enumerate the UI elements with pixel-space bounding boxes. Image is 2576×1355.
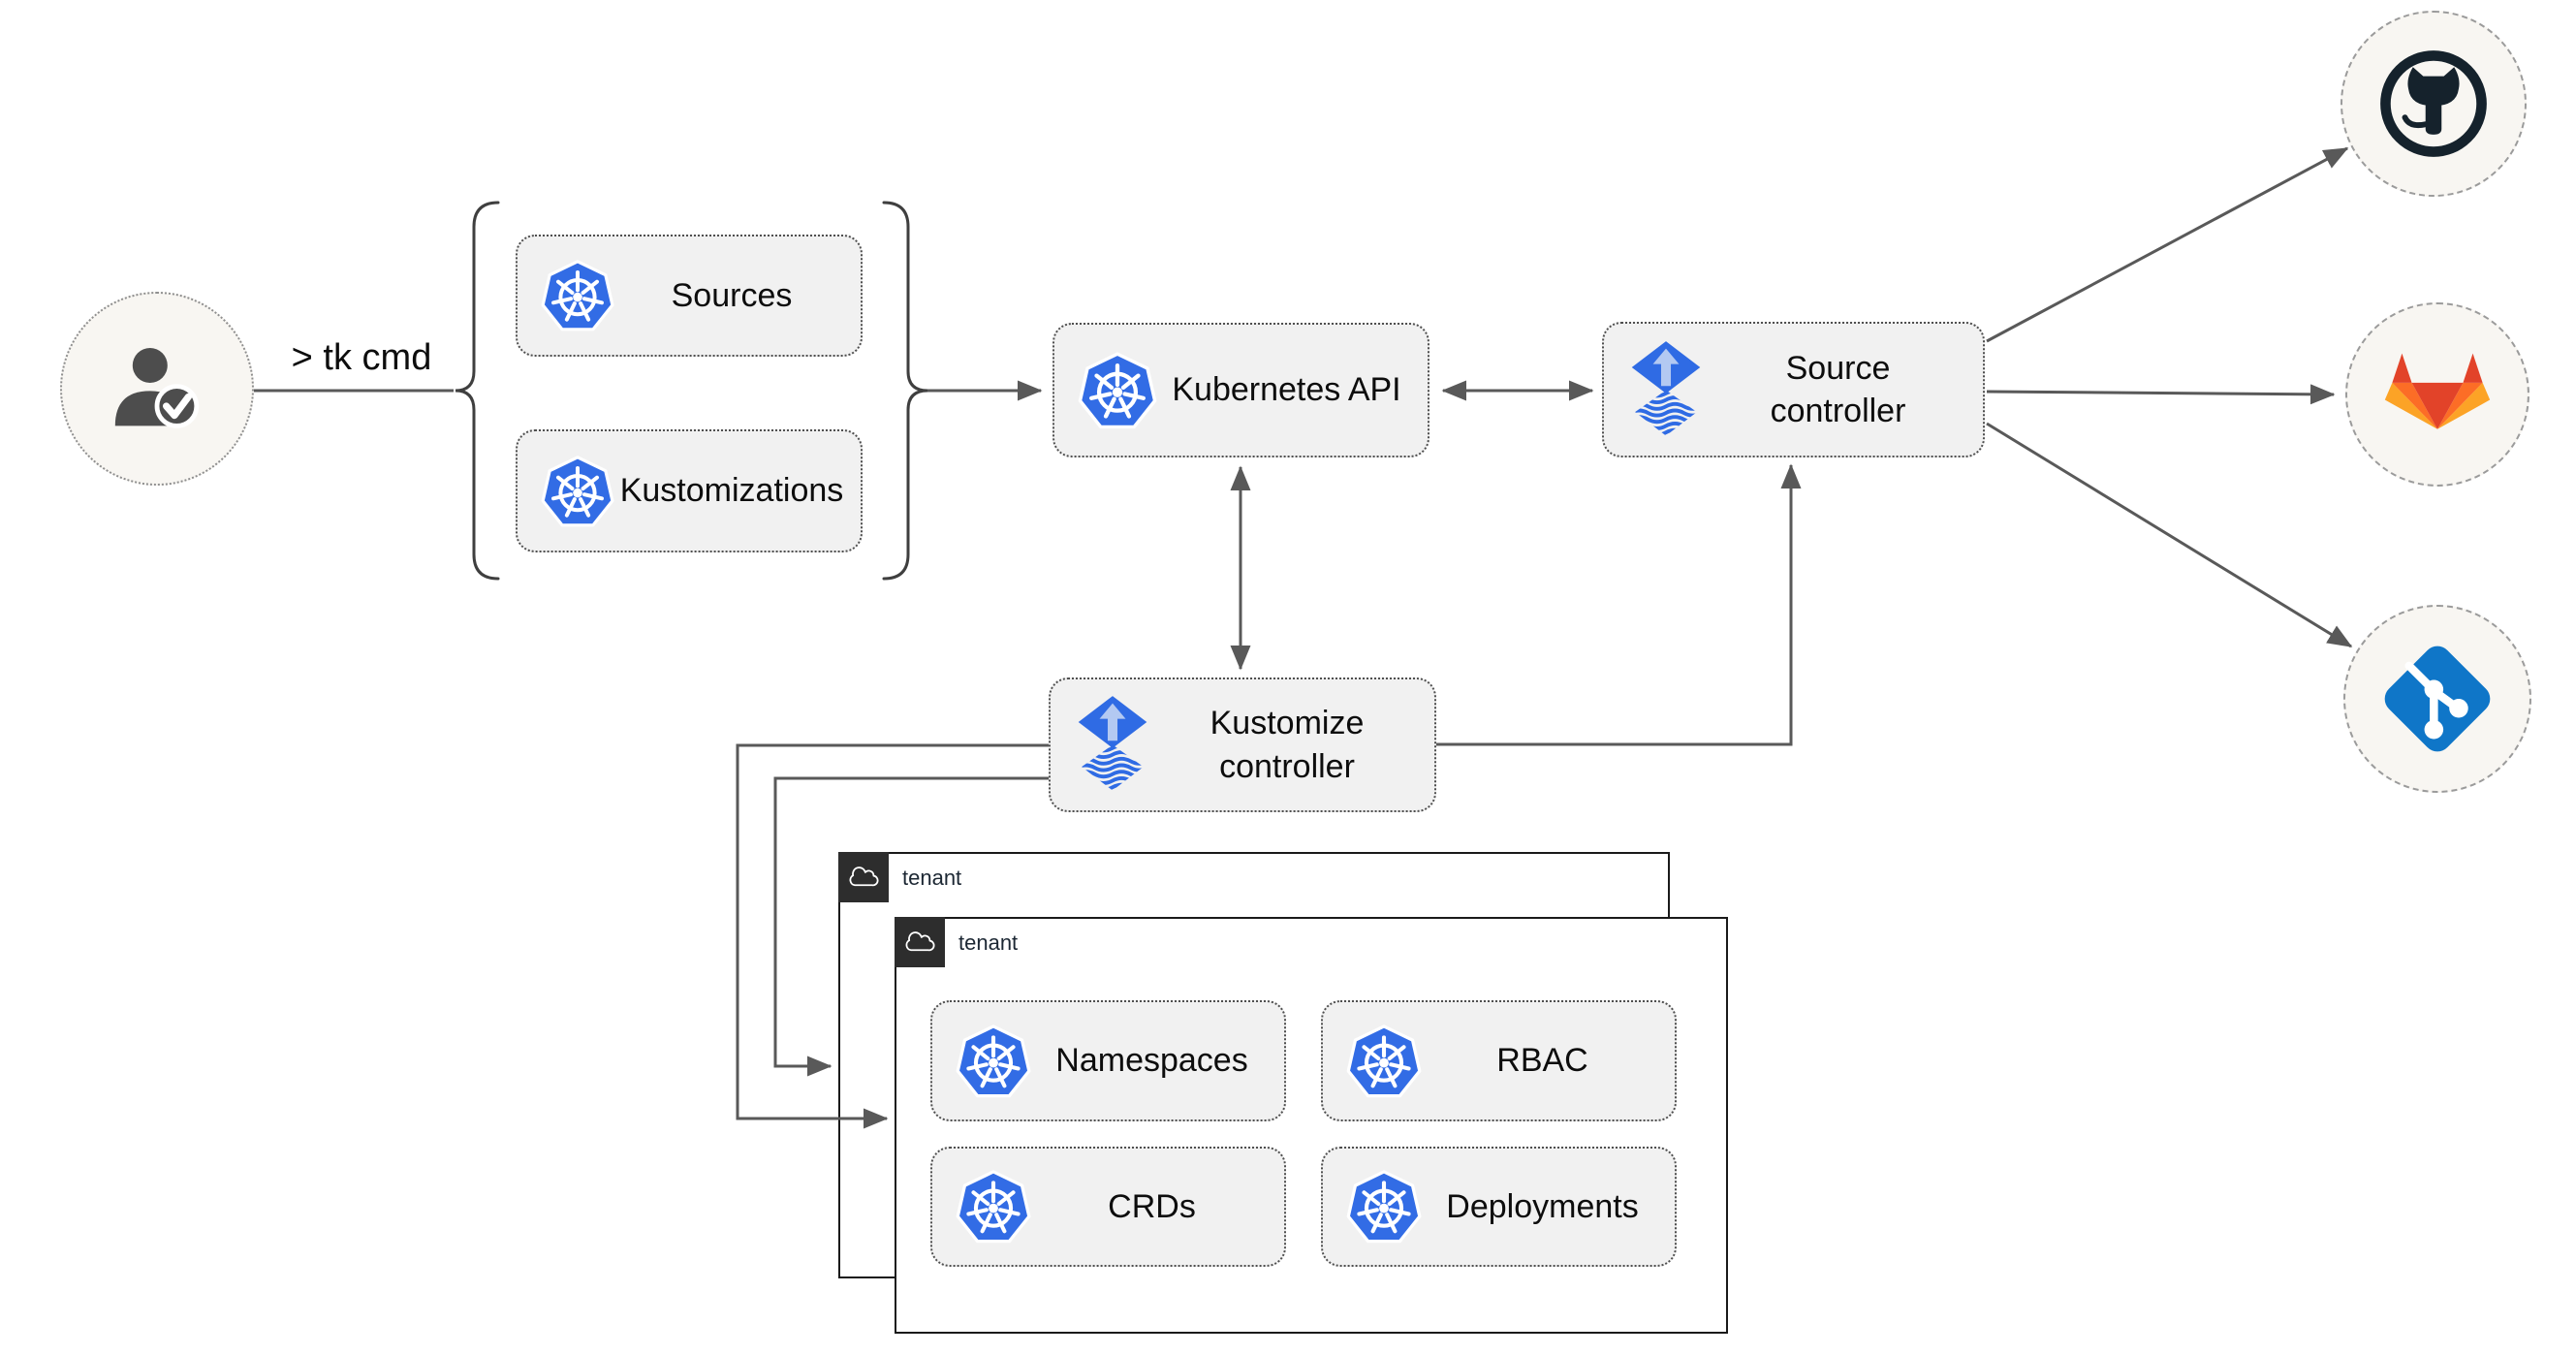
edge-source-controller-to-git: [1986, 422, 2353, 648]
user-check-icon: [99, 331, 215, 447]
edge-source-controller-to-gitlab: [1986, 384, 2336, 405]
tenant-box-front: tenant: [895, 917, 1728, 1334]
kustomizations-label: Kustomizations: [619, 472, 844, 510]
tk-cmd-label: > tk cmd: [291, 337, 432, 378]
kubernetes-api-node: Kubernetes API: [1052, 323, 1429, 457]
github-icon: [2376, 47, 2491, 161]
kubernetes-icon: [539, 257, 616, 334]
tenant-front-label: tenant: [958, 930, 1019, 955]
namespaces-node: Namespaces: [930, 1000, 1286, 1121]
right-brace: [882, 201, 928, 581]
kustomize-controller-node: Kustomize controller: [1049, 678, 1436, 812]
kustomizations-node: Kustomizations: [516, 429, 863, 552]
edge-source-controller-to-github: [1986, 146, 2349, 343]
tenant-tab: [895, 917, 945, 967]
crds-node: CRDs: [930, 1147, 1286, 1267]
deployments-node: Deployments: [1321, 1147, 1677, 1267]
deployments-label: Deployments: [1446, 1187, 1639, 1225]
rbac-label: RBAC: [1496, 1042, 1588, 1080]
kubernetes-icon: [1344, 1167, 1424, 1246]
tenant-back-label: tenant: [902, 866, 962, 890]
gitlab-icon: [2376, 351, 2498, 439]
edge-kustomize-to-source-controller: [1436, 463, 1802, 746]
kubernetes-icon: [954, 1167, 1033, 1246]
source-controller-node: Source controller: [1602, 322, 1985, 457]
user-circle: [60, 292, 254, 486]
sources-label: Sources: [671, 276, 793, 314]
git-circle: [2343, 605, 2531, 793]
github-circle: [2340, 11, 2527, 197]
kustomize-controller-label: Kustomize controller: [1209, 705, 1365, 785]
kubernetes-icon: [1344, 1022, 1424, 1101]
namespaces-label: Namespaces: [1055, 1042, 1248, 1080]
flux-icon: [1072, 696, 1153, 794]
tenant-tab: [838, 852, 889, 902]
rbac-node: RBAC: [1321, 1000, 1677, 1121]
kubernetes-icon: [954, 1022, 1033, 1101]
gitlab-circle: [2345, 302, 2529, 487]
kubernetes-icon: [539, 453, 616, 530]
sources-node: Sources: [516, 235, 863, 357]
flux-icon: [1625, 341, 1707, 439]
kubernetes-icon: [1076, 349, 1159, 432]
git-icon: [2378, 640, 2497, 758]
source-controller-label: Source controller: [1770, 349, 1906, 429]
cloud-icon: [902, 930, 937, 955]
cloud-icon: [846, 865, 881, 890]
left-brace: [455, 201, 500, 581]
crds-label: CRDs: [1108, 1187, 1196, 1225]
kubernetes-api-label: Kubernetes API: [1172, 371, 1401, 409]
